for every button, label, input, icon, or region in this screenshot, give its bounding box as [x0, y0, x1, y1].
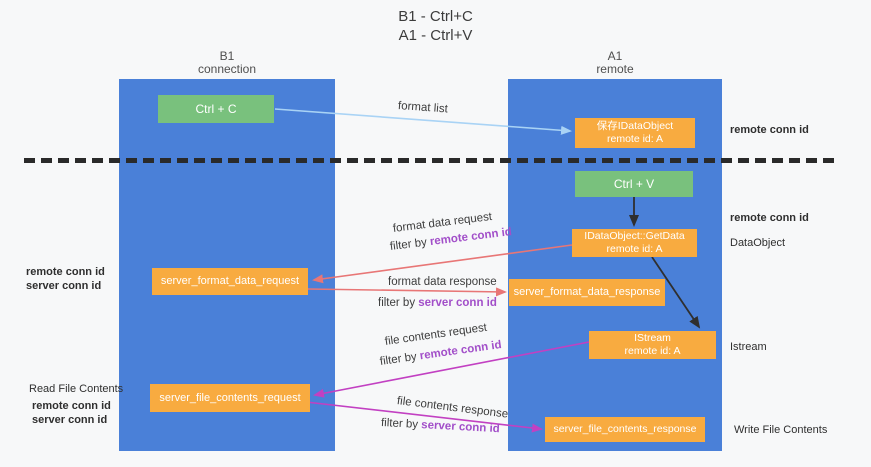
remote-conn-id-annotation-mid: remote conn id [730, 212, 809, 224]
filter-by-server-conn-id-label-1: filter by server conn id [378, 297, 497, 309]
ctrl-c-node: Ctrl + C [158, 95, 274, 123]
filter-prefix: filter by [379, 350, 421, 368]
istream-annotation: Istream [730, 341, 767, 353]
filter-prefix: filter by [389, 236, 431, 253]
diagram-title: B1 - Ctrl+C A1 - Ctrl+V [0, 7, 871, 45]
title-line-1: B1 - Ctrl+C [398, 8, 473, 25]
server-format-data-response-label: server_format_data_response [513, 286, 661, 298]
format-list-label: format list [397, 100, 449, 116]
phase-divider-dashed-line [24, 158, 838, 163]
filter-prefix: filter by [378, 297, 419, 309]
istream-title: IStream [634, 332, 671, 344]
istream-remote-id: remote id: A [624, 345, 681, 357]
idataobject-getdata-node: IDataObject::GetData remote id: A [572, 229, 697, 257]
ctrl-v-node: Ctrl + V [575, 171, 693, 197]
save-idataobject-remote-id: remote id: A [606, 133, 664, 145]
server-file-contents-request-label: server_file_contents_request [159, 391, 301, 404]
ctrl-c-label: Ctrl + C [195, 101, 237, 116]
title-line-2: A1 - Ctrl+V [398, 27, 473, 44]
format-data-response-label: format data response [388, 276, 497, 288]
remote-conn-id-text: remote conn id [429, 226, 513, 249]
server-format-data-request-label: server_format_data_request [160, 275, 300, 287]
file-contents-response-label: file contents response [396, 395, 509, 421]
save-idataobject-title: 保存IDataObject [596, 120, 674, 132]
server-format-data-request-node: server_format_data_request [152, 268, 308, 295]
write-file-contents-annotation: Write File Contents [734, 424, 828, 436]
server-conn-id-annotation-left-2: server conn id [32, 414, 108, 426]
server-file-contents-response-label: server_file_contents_response [553, 423, 697, 435]
getdata-remote-id: remote id: A [606, 243, 663, 255]
lane-b1-name: B1 [219, 49, 235, 63]
remote-conn-id-annotation-left-1: remote conn id [26, 266, 105, 278]
filter-prefix: filter by [380, 417, 422, 432]
lane-a1-role: remote [596, 62, 634, 76]
server-conn-id-text: server conn id [418, 297, 497, 309]
lane-header-a1: A1 remote [508, 50, 722, 76]
server-conn-id-annotation-left-1: server conn id [26, 280, 102, 292]
remote-conn-id-text: remote conn id [419, 338, 503, 363]
server-file-contents-response-node: server_file_contents_response [545, 417, 705, 442]
save-idataobject-node: 保存IDataObject remote id: A [575, 118, 695, 148]
lane-b1-role: connection [197, 62, 257, 76]
getdata-title: IDataObject::GetData [584, 230, 685, 242]
remote-conn-id-annotation-top: remote conn id [730, 124, 809, 136]
format-data-response-arrow [307, 287, 507, 297]
lane-a1-name: A1 [607, 49, 623, 63]
ctrl-v-label: Ctrl + V [613, 176, 655, 191]
lane-header-b1: B1 connection [119, 50, 335, 76]
read-file-contents-annotation: Read File Contents [29, 383, 124, 395]
server-file-contents-request-node: server_file_contents_request [150, 384, 310, 412]
remote-conn-id-annotation-left-2: remote conn id [32, 400, 111, 412]
dataobject-annotation: DataObject [730, 237, 786, 249]
server-conn-id-text: server conn id [420, 419, 501, 436]
istream-node: IStream remote id: A [589, 331, 716, 359]
filter-by-server-conn-id-label-2: filter by server conn id [381, 417, 500, 435]
server-format-data-response-node: server_format_data_response [509, 279, 665, 306]
